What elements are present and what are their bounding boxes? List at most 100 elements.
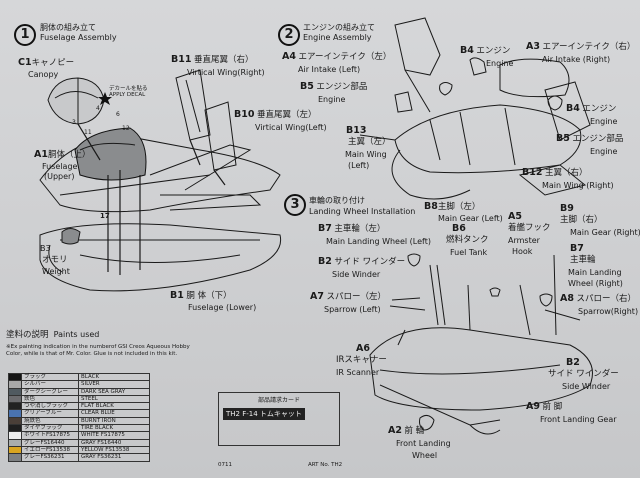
part-a6-en: IR Scanner bbox=[336, 368, 380, 377]
part-b2r-jp: サイド ワインダー bbox=[548, 369, 619, 379]
paint-swatch bbox=[8, 453, 22, 462]
paint-swatch bbox=[8, 416, 22, 426]
section-3-title-jp: 車輪の取り付け bbox=[309, 196, 365, 205]
section-1-number: 1 bbox=[14, 24, 36, 46]
part-b4-top-label: B4 エンジン bbox=[460, 45, 511, 56]
paint-name-en: CLEAR BLUE bbox=[78, 409, 150, 418]
section-3-title-en: Landing Wheel Installation bbox=[309, 207, 416, 216]
part-a5-jp: 着艦フック bbox=[508, 223, 551, 233]
part-b2r-en: Side Winder bbox=[562, 382, 611, 391]
fuselage-lower-drawing bbox=[39, 223, 282, 292]
paint-swatch bbox=[8, 445, 22, 455]
callout-number: 4 bbox=[96, 105, 100, 112]
paint-swatch bbox=[8, 438, 22, 447]
part-b13-jp: 主翼（左） bbox=[348, 137, 391, 147]
part-b2l-label: B2 サイド ワインダー bbox=[318, 256, 406, 267]
part-b13-code: B13 bbox=[346, 125, 367, 136]
part-b11-en: Virtical Wing(Right) bbox=[187, 68, 265, 77]
part-b13-en2: (Left) bbox=[348, 161, 370, 170]
paint-name-jp: グレーFS36231 bbox=[21, 453, 79, 462]
part-b4-right-en: Engine bbox=[590, 117, 618, 126]
paint-name-en: SILVER bbox=[78, 380, 150, 389]
paint-name-en: YELLOW FS13538 bbox=[78, 445, 150, 455]
part-b1-en: Fuselage (Lower) bbox=[188, 303, 257, 312]
part-b4-right-label: B4 エンジン bbox=[566, 103, 617, 114]
paint-swatch bbox=[8, 387, 22, 396]
part-b4-top-en: Engine bbox=[486, 59, 514, 68]
part-b10-en: Virtical Wing(Left) bbox=[255, 123, 327, 132]
section-1-title-jp: 胴体の組み立て bbox=[40, 23, 96, 32]
part-b7r-code: B7 bbox=[570, 243, 584, 254]
part-b12-en: Main Wing (Right) bbox=[542, 181, 614, 190]
part-b7r-jp: 主車輪 bbox=[570, 255, 596, 265]
paint-name-jp: タイヤブラック bbox=[21, 424, 79, 433]
part-a2-en: Front Landing bbox=[396, 439, 451, 448]
part-b8-en: Main Gear (Left) bbox=[438, 214, 503, 223]
callout-number: 17 bbox=[100, 212, 110, 220]
paint-swatch bbox=[8, 402, 22, 411]
vertical-wing-drawings bbox=[175, 69, 237, 171]
part-b6-code: B6 bbox=[452, 223, 466, 234]
part-a1-en: Fuselage bbox=[42, 162, 78, 171]
part-a4-label: A4 エアーインテイク（左） bbox=[282, 51, 392, 62]
paint-swatch bbox=[8, 380, 22, 389]
part-b3-jp: オモリ bbox=[42, 255, 68, 265]
card-art-number: ART No. TH2 bbox=[308, 462, 343, 468]
paint-name-jp: 鉄色 bbox=[21, 394, 79, 404]
paint-name-jp: ブラック bbox=[21, 372, 79, 382]
part-b7l-en: Main Landing Wheel (Left) bbox=[326, 237, 431, 246]
paint-name-jp: ホワイトFS17875 bbox=[21, 431, 79, 440]
card-title: 部品請求カード bbox=[257, 397, 300, 404]
part-b9-code: B9 bbox=[560, 203, 574, 214]
section-2-number: 2 bbox=[278, 24, 300, 46]
landing-gear-drawing bbox=[369, 253, 593, 435]
paints-title: 塗料の説明 Paints used bbox=[6, 330, 100, 340]
part-a4-en: Air Intake (Left) bbox=[298, 65, 361, 74]
paint-swatch bbox=[8, 394, 22, 404]
part-b9-en: Main Gear (Right) bbox=[570, 228, 640, 237]
part-a1-en2: (Upper) bbox=[44, 172, 75, 181]
paint-name-jp: グレーFS16440 bbox=[21, 438, 79, 447]
callout-number: 11 bbox=[84, 129, 92, 136]
card-model: TH2 F-14 トムキャット bbox=[223, 408, 305, 420]
part-a2-label: A2 前 輪 bbox=[388, 425, 425, 436]
part-a5-en: Armster bbox=[508, 236, 540, 245]
part-b13-en: Main Wing bbox=[345, 150, 387, 159]
part-a6-code: A6 bbox=[356, 343, 370, 354]
part-a1-label: A1胴体（上） bbox=[34, 149, 91, 160]
paint-name-en: BLACK bbox=[78, 372, 150, 382]
part-a3-en: Air Intake (Right) bbox=[542, 55, 611, 64]
part-b7r-en2: Wheel (Right) bbox=[568, 279, 623, 288]
section-2-title-en: Engine Assembly bbox=[303, 33, 372, 42]
part-a6-jp: IRスキャナー bbox=[336, 355, 387, 365]
part-a9-label: A9 前 脚 bbox=[526, 401, 563, 412]
part-b5r-en: Engine bbox=[590, 147, 618, 156]
part-a8-label: A8 スパロー（右） bbox=[560, 293, 637, 304]
part-c1-label: C1キャノピー bbox=[18, 57, 75, 68]
paint-name-en: WHITE FS17875 bbox=[78, 431, 150, 440]
part-c1-en: Canopy bbox=[28, 70, 59, 79]
part-a7-en: Sparrow (Left) bbox=[324, 305, 381, 314]
decal-star-icon bbox=[98, 92, 112, 105]
part-a2-en2: Wheel bbox=[412, 451, 438, 460]
paint-name-en: GRAY FS36231 bbox=[78, 453, 150, 462]
paint-name-jp: イエローFS13538 bbox=[21, 445, 79, 455]
paint-name-jp: クリアーブルー bbox=[21, 409, 79, 418]
part-b8-label: B8主脚（左） bbox=[424, 201, 481, 212]
paints-section: 塗料の説明 Paints used ※Ex painting indicatio… bbox=[6, 330, 346, 357]
part-a5-en2: Hook bbox=[512, 247, 533, 256]
paint-name-en: GRAY FS16440 bbox=[78, 438, 150, 447]
fuselage-upper-drawing bbox=[39, 127, 281, 213]
